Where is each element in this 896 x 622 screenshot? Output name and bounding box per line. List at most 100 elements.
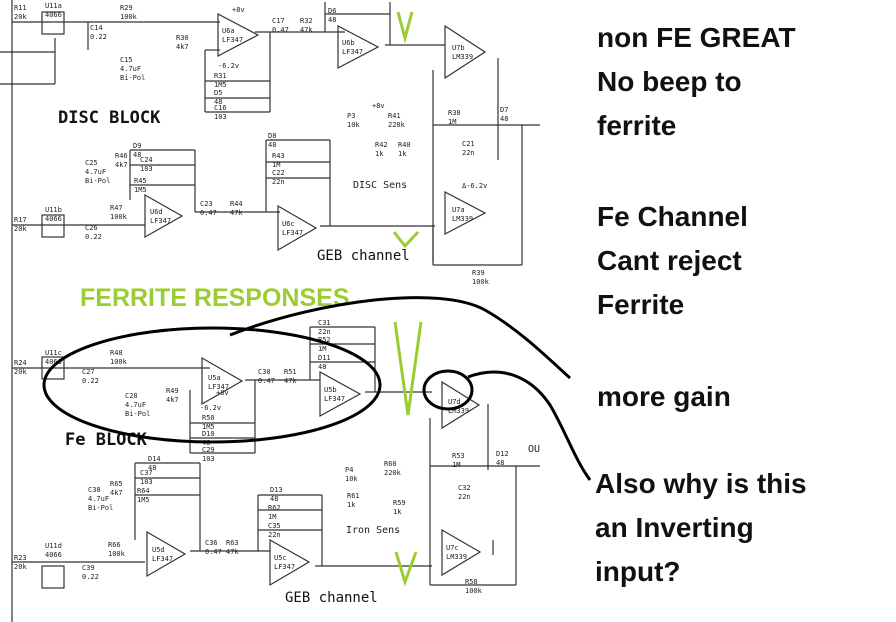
green-v-mark-3 bbox=[393, 321, 423, 416]
component-label-c21: C21 bbox=[462, 140, 475, 148]
component-label-c37: C37 bbox=[140, 469, 153, 477]
component-label-u11c: U11c bbox=[45, 349, 62, 357]
component-label-c26: 0.22 bbox=[85, 233, 102, 241]
component-label-c23: 0.47 bbox=[200, 209, 217, 217]
supply-label-neg: -6.2v bbox=[218, 62, 239, 70]
opamp-u7c bbox=[441, 528, 482, 577]
opamp-u5d bbox=[146, 530, 187, 578]
component-label-d13: D13 bbox=[270, 486, 283, 494]
component-label-r38: R38 bbox=[448, 109, 461, 117]
component-label-c14: C14 bbox=[90, 24, 103, 32]
component-label-c22: 22n bbox=[272, 178, 285, 186]
component-label-r40: 1k bbox=[398, 150, 407, 158]
opamp-u7d bbox=[441, 380, 481, 430]
component-label-c16: C16 bbox=[214, 104, 227, 112]
component-label-r44: 47k bbox=[230, 209, 243, 217]
pointer-line-more-gain bbox=[229, 296, 572, 380]
component-label-u6b: LF347 bbox=[342, 48, 363, 56]
component-label-c28: 4.7uF bbox=[125, 401, 146, 409]
component-label-d7: D7 bbox=[500, 106, 508, 114]
component-label-c14: 0.22 bbox=[90, 33, 107, 41]
component-label-c24: C24 bbox=[140, 156, 153, 164]
component-label-r31: 1M5 bbox=[214, 81, 227, 89]
component-label-u6c: U6c bbox=[282, 220, 295, 228]
component-label-r24: R24 bbox=[14, 359, 27, 367]
component-label-d8: D8 bbox=[268, 132, 276, 140]
green-v-mark-1 bbox=[396, 11, 414, 44]
component-label-c31: 22n bbox=[318, 328, 331, 336]
disc-block-title: DISC BLOCK bbox=[58, 108, 161, 128]
component-label-u7d: LM339 bbox=[448, 407, 469, 415]
component-label-u11c: 4066 bbox=[45, 358, 62, 366]
note-more-gain: more gain bbox=[597, 375, 731, 419]
component-label-r41: 220k bbox=[388, 121, 406, 129]
output-label: OU bbox=[528, 444, 540, 455]
component-label-r65: 4k7 bbox=[110, 489, 123, 497]
component-label-r60: 220k bbox=[384, 469, 402, 477]
component-label-u5c: U5c bbox=[274, 554, 287, 562]
component-label-u5b: U5b bbox=[324, 386, 337, 394]
component-label-u5b: LF347 bbox=[324, 395, 345, 403]
note-inverting-input: Also why is this an Inverting input? bbox=[595, 462, 807, 594]
component-label-r49: 4k7 bbox=[166, 396, 179, 404]
component-label-c17: C17 bbox=[272, 17, 285, 25]
component-label-r65: R65 bbox=[110, 480, 123, 488]
component-label-c27: 0.22 bbox=[82, 377, 99, 385]
component-label-r50: R50 bbox=[202, 414, 215, 422]
note-line: No beep to bbox=[597, 66, 742, 97]
component-label-c28: C28 bbox=[125, 392, 138, 400]
fe-block-title: Fe BLOCK bbox=[65, 430, 148, 450]
component-label-d5: D5 bbox=[214, 89, 222, 97]
note-line: ferrite bbox=[597, 110, 677, 141]
note-line: Cant reject bbox=[597, 245, 742, 276]
supply-label-neg2: Δ-6.2v bbox=[462, 182, 487, 190]
opamp-u6d bbox=[144, 193, 184, 239]
component-label-r46: R46 bbox=[115, 152, 128, 160]
component-label-d7: 48 bbox=[500, 115, 508, 123]
component-label-c15: C15 bbox=[120, 56, 133, 64]
component-label-d10: D10 bbox=[202, 430, 215, 438]
ferrite-responses-annotation: FERRITE RESPONSES bbox=[80, 284, 350, 312]
component-label-d6: D6 bbox=[328, 7, 336, 15]
green-v-mark-4 bbox=[394, 551, 418, 587]
component-label-c39: C39 bbox=[82, 564, 95, 572]
component-label-r40: R40 bbox=[398, 141, 411, 149]
component-label-d14: D14 bbox=[148, 455, 161, 463]
component-label-u11d: U11d bbox=[45, 542, 62, 550]
component-label-r59: R59 bbox=[393, 499, 406, 507]
note-line: non FE GREAT bbox=[597, 22, 796, 53]
switch-u11d bbox=[41, 565, 65, 589]
component-label-c25: 4.7uF bbox=[85, 168, 106, 176]
component-label-r43: 1M bbox=[272, 161, 280, 169]
component-label-u11d: 4066 bbox=[45, 551, 62, 559]
component-label-c17: 0.47 bbox=[272, 26, 289, 34]
component-label-r38: 1M bbox=[448, 118, 456, 126]
component-label-d12: 48 bbox=[496, 459, 504, 467]
component-label-u6b: U6b bbox=[342, 39, 355, 47]
component-label-r62: 1M bbox=[268, 513, 276, 521]
ferrite-circle bbox=[42, 326, 382, 444]
opamp-u5b bbox=[319, 370, 362, 418]
component-label-r46: 4k7 bbox=[115, 161, 128, 169]
component-label-p3: 10k bbox=[347, 121, 360, 129]
switch-u11b bbox=[41, 214, 65, 238]
component-label-r31: R31 bbox=[214, 72, 227, 80]
opamp-u6b bbox=[337, 25, 380, 69]
switches bbox=[41, 11, 65, 589]
component-label-d6: 48 bbox=[328, 16, 336, 24]
opamp-u6a bbox=[217, 13, 260, 57]
component-label-r23: R23 bbox=[14, 554, 27, 562]
component-label-u11b: U11b bbox=[45, 206, 62, 214]
component-label-u5d: U5d bbox=[152, 546, 165, 554]
component-label-c25: C25 bbox=[85, 159, 98, 167]
opamps bbox=[144, 13, 487, 587]
component-label-r23: 20k bbox=[14, 563, 27, 571]
pointer-line-inverting bbox=[467, 370, 592, 481]
component-label-r11: 20k bbox=[14, 13, 27, 21]
component-label-c30: C30 bbox=[258, 368, 271, 376]
component-label-c35: C35 bbox=[268, 522, 281, 530]
component-label-u7c: LM339 bbox=[446, 553, 467, 561]
component-label-r43: R43 bbox=[272, 152, 285, 160]
component-label-d14: 48 bbox=[148, 464, 156, 472]
